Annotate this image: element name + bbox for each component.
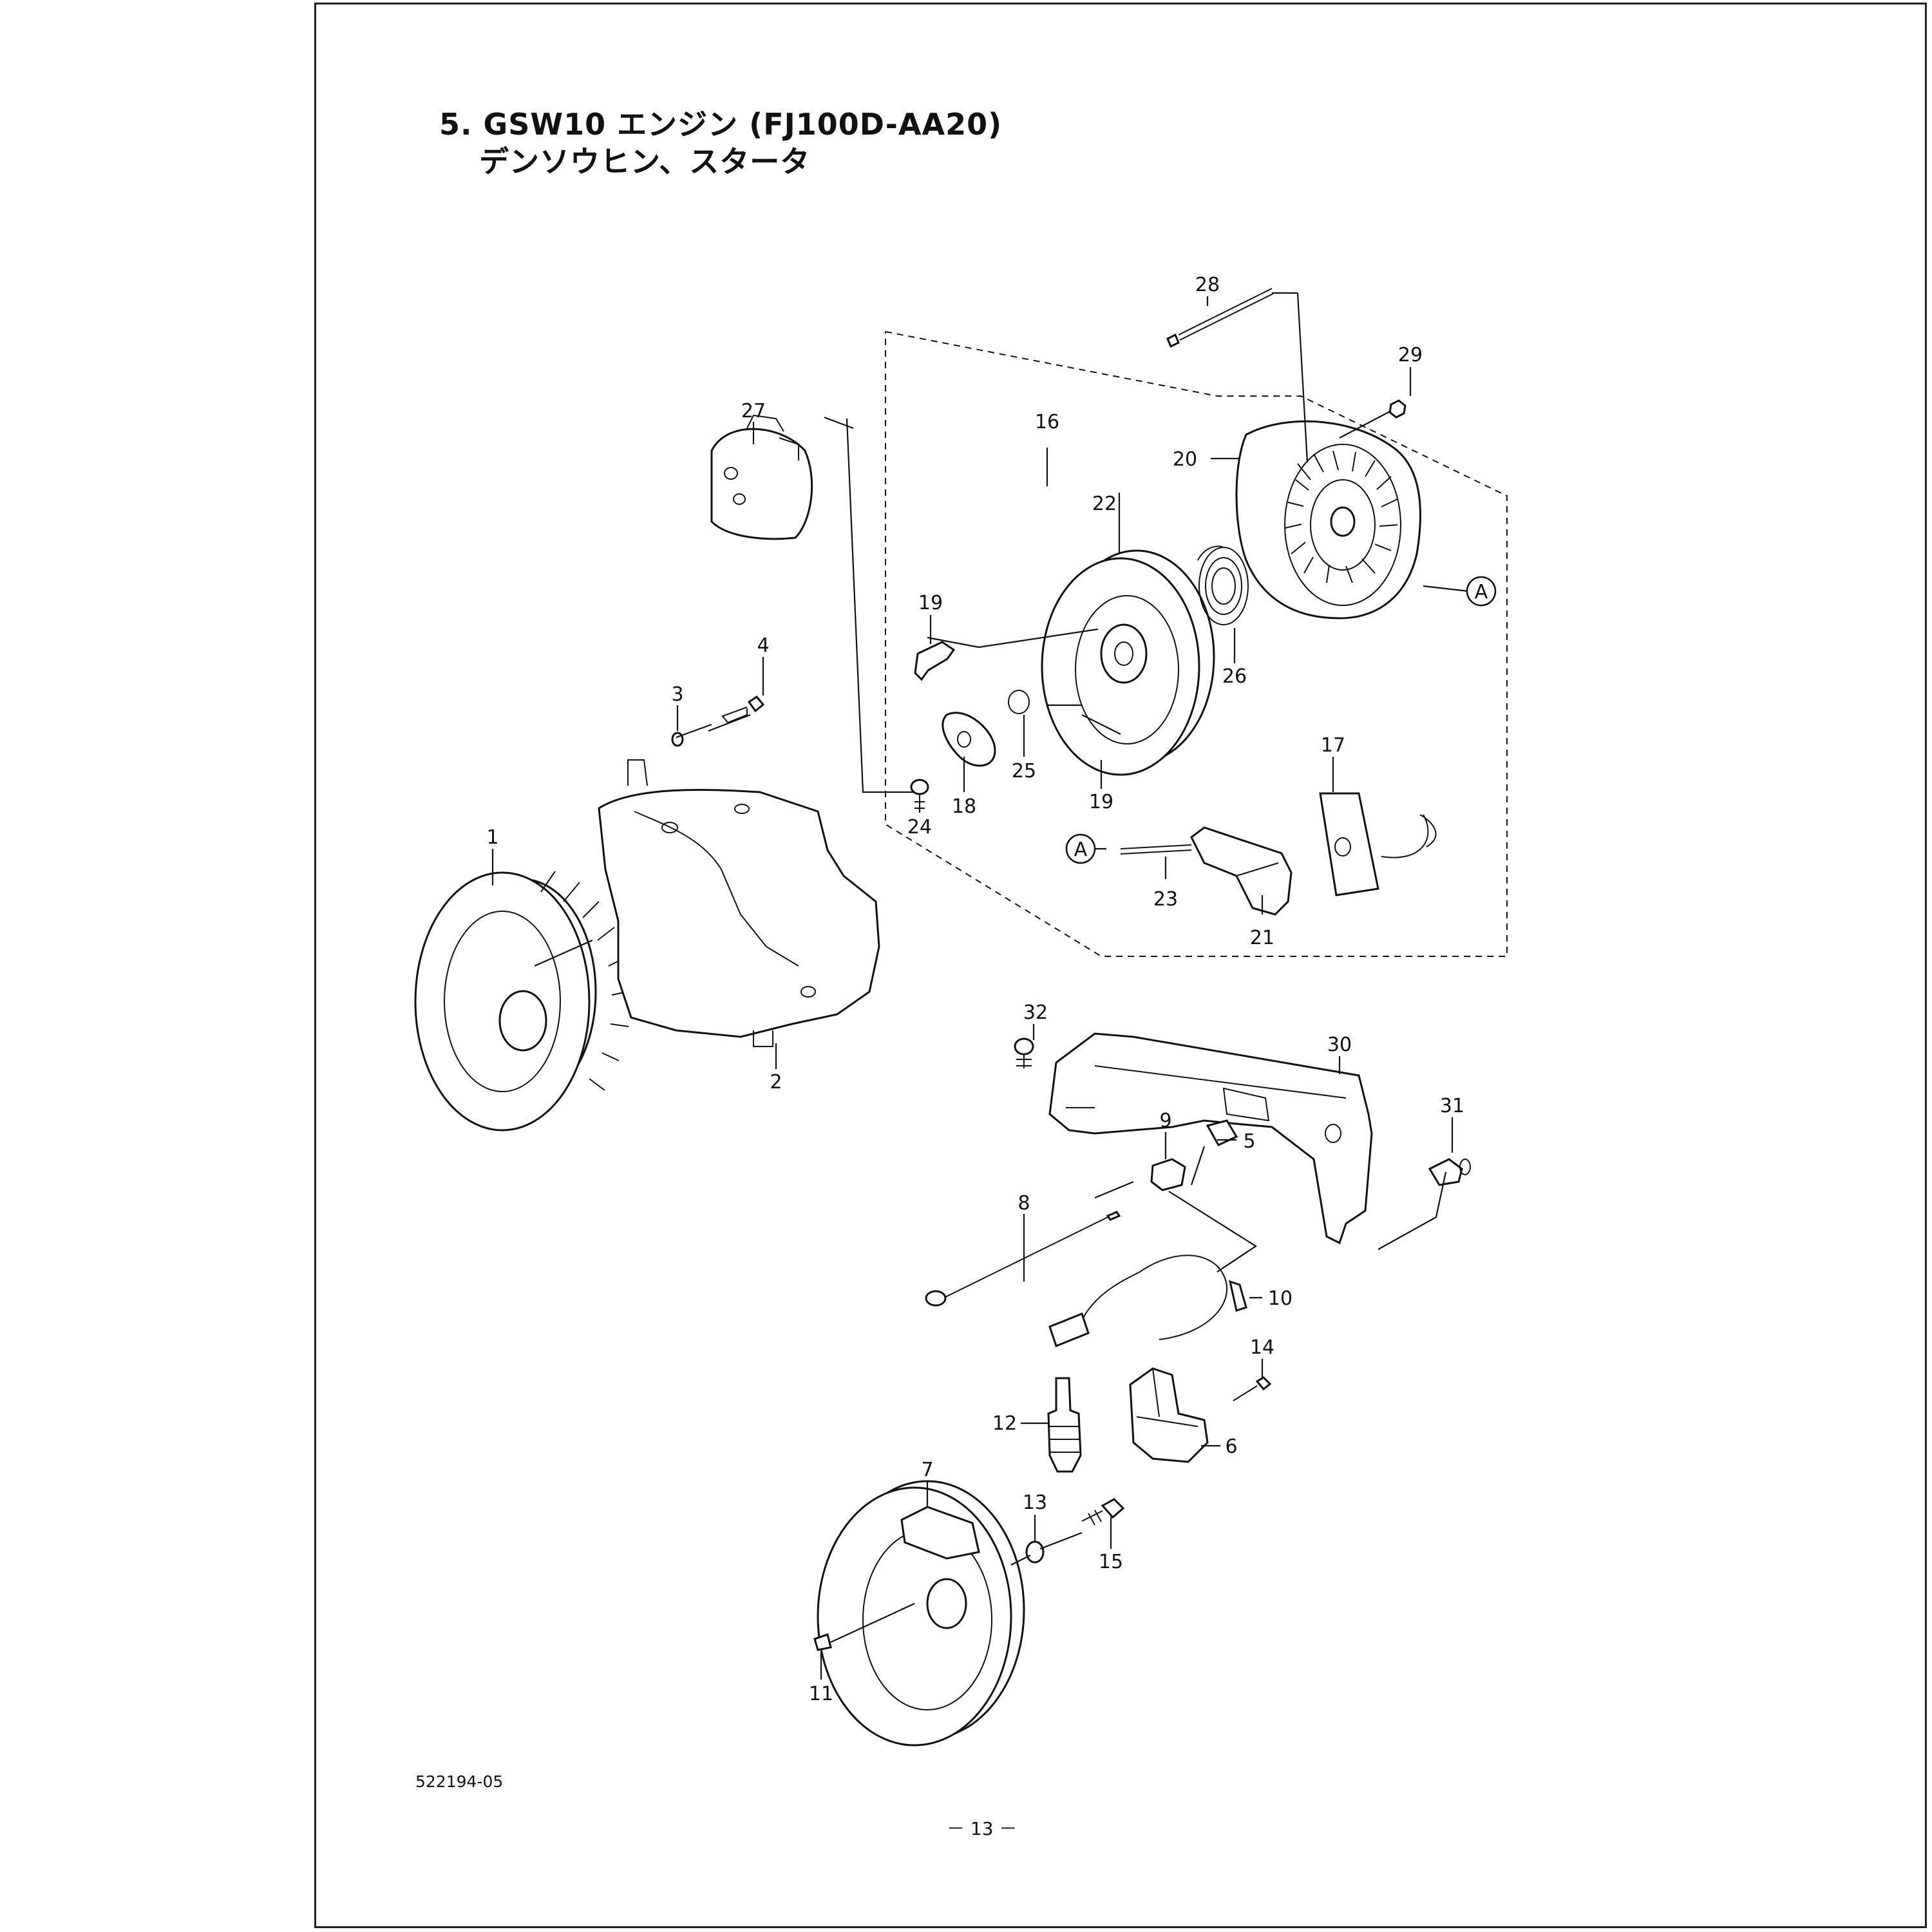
clip-ring-25: [1008, 690, 1030, 714]
callout-16: 16: [1035, 411, 1059, 433]
callout-27: 27: [741, 400, 766, 422]
title-line-2: デンソウヒン、スタータ: [479, 144, 811, 179]
callout-29: 29: [1398, 344, 1423, 366]
starter-cup: [710, 414, 813, 540]
stop-switch-9: [1150, 1158, 1186, 1191]
starter-reel: [1041, 549, 1215, 776]
reference-marker-a-upper: A: [1466, 576, 1497, 607]
callout-25: 25: [1012, 760, 1036, 782]
callout-17: 17: [1321, 734, 1345, 757]
reference-marker-a-lower: A: [1065, 833, 1096, 864]
drawing-frame: [314, 3, 1927, 1928]
callout-31: 31: [1440, 1095, 1464, 1117]
woodruff-key-11: [813, 1633, 832, 1651]
callout-5: 5: [1243, 1130, 1255, 1153]
callout-26: 26: [1222, 665, 1247, 688]
callout-12: 12: [992, 1412, 1017, 1435]
callout-28: 28: [1195, 274, 1220, 296]
callout-13: 13: [1023, 1492, 1047, 1514]
callout-2: 2: [770, 1071, 782, 1094]
coil-bracket: [1048, 1032, 1373, 1245]
starter-handle: [1190, 826, 1293, 916]
callout-10: 10: [1268, 1287, 1293, 1310]
leader-lines: [491, 292, 1469, 1680]
bolt-14: [1233, 1376, 1272, 1401]
callout-4: 4: [757, 634, 769, 657]
pin-31: [1428, 1158, 1471, 1186]
ignition-coil-lead: [1048, 1255, 1227, 1347]
callout-23: 23: [1153, 888, 1178, 911]
washer-3: [671, 732, 684, 747]
svg-text:A: A: [1475, 581, 1488, 603]
callout-8: 8: [1018, 1192, 1030, 1215]
callout-30: 30: [1327, 1034, 1352, 1056]
svg-text:A: A: [1074, 838, 1088, 861]
bolt-32: [1014, 1037, 1034, 1068]
starter-case: [1235, 420, 1422, 620]
ratchet-19-upper: [914, 641, 956, 681]
callout-labels: 1 2 3 4 5 6 7 8 9 10 11 12 13 14 15 16 1…: [486, 274, 1464, 1705]
callout-14: 14: [1250, 1336, 1274, 1359]
callout-22: 22: [1092, 493, 1117, 515]
callout-32: 32: [1023, 1001, 1048, 1024]
callout-15: 15: [1099, 1551, 1123, 1573]
callout-18: 18: [952, 795, 976, 818]
callout-3: 3: [671, 683, 683, 706]
callout-9: 9: [1159, 1110, 1171, 1132]
page-number: － 13 －: [947, 1818, 1018, 1839]
clamp-10: [1228, 1280, 1247, 1312]
flywheel-fan: [414, 871, 630, 1132]
ignition-coil: [1129, 1367, 1209, 1463]
starter-rope: [1120, 844, 1192, 855]
spark-plug: [1047, 1377, 1082, 1473]
switch-cover-5: [1206, 1119, 1238, 1146]
washer-13: [1025, 1540, 1045, 1564]
bolt-28: [1166, 288, 1274, 348]
callout-21: 21: [1250, 927, 1274, 949]
nut-29: [1388, 399, 1406, 419]
flywheel-magneto: [817, 1480, 1025, 1747]
callout-7: 7: [921, 1459, 933, 1481]
handle-grip: [1319, 792, 1437, 896]
fan-housing: [598, 759, 880, 1047]
bolt-4: [721, 696, 765, 724]
spiral-spring: [1197, 545, 1249, 625]
callout-1: 1: [486, 826, 498, 849]
diagram-title: 5. GSW10 エンジン (FJ100D-AA20)デンソウヒン、スタータ: [439, 106, 1002, 180]
ground-wire: [925, 1211, 1121, 1307]
flywheel-nut-15: [1081, 1498, 1125, 1526]
callout-11: 11: [809, 1683, 833, 1705]
document-number: 522194-05: [415, 1772, 504, 1791]
callout-19-upper: 19: [918, 592, 943, 614]
starter-assembly-boundary: [885, 331, 1508, 957]
callout-19-lower: 19: [1089, 791, 1113, 813]
callout-24: 24: [907, 816, 932, 838]
callout-6: 6: [1225, 1435, 1237, 1458]
callout-20: 20: [1173, 448, 1197, 471]
title-line-1: 5. GSW10 エンジン (FJ100D-AA20): [439, 107, 1003, 142]
friction-plate-18: [942, 712, 996, 767]
